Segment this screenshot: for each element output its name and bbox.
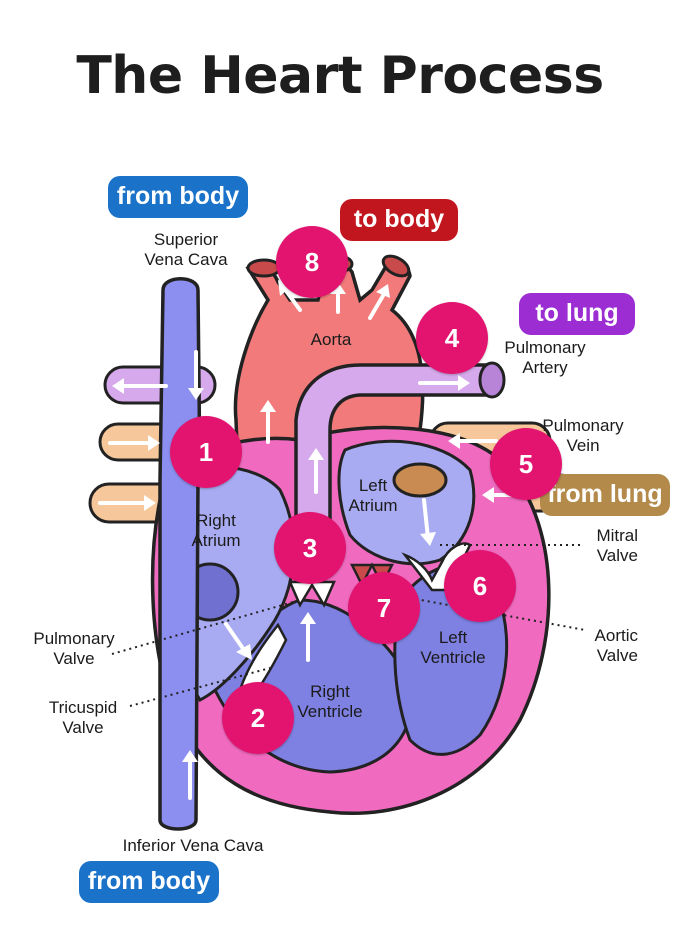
left-ventricle-label: Left Ventricle — [420, 628, 486, 667]
pulmonary-artery — [294, 363, 492, 522]
tricuspid-valve-label: Tricuspid Valve — [48, 698, 118, 737]
flow-arrows — [98, 280, 522, 800]
from-body-top-tag: from body — [108, 176, 248, 218]
to-lung-tag: to lung — [519, 293, 635, 335]
pulmonary-vein-opening — [392, 462, 448, 498]
step-3-marker: 3 — [274, 512, 346, 584]
step-2-marker: 2 — [222, 682, 294, 754]
mitral-valve-label: Mitral Valve — [596, 526, 638, 565]
superior-vena-cava-label: Superior Vena Cava — [144, 230, 228, 269]
step-6-marker: 6 — [444, 550, 516, 622]
to-body-tag: to body — [340, 199, 458, 241]
left-atrium-label: Left Atrium — [348, 476, 398, 515]
pulmonary-valve-label: Pulmonary Valve — [33, 629, 115, 668]
from-lung-tag: from lung — [540, 474, 670, 516]
pulmonary-artery-end — [478, 361, 506, 399]
valves — [238, 542, 472, 702]
inferior-vena-cava-label: Inferior Vena Cava — [122, 836, 264, 855]
pointer-lines — [111, 544, 586, 707]
right-atrium-label: Right Atrium — [191, 511, 241, 550]
mitral-valve-shape — [401, 542, 472, 592]
page-title: The Heart Process — [76, 46, 604, 106]
from-body-bottom-tag: from body — [79, 861, 219, 903]
step-5-marker: 5 — [490, 428, 562, 500]
aortic-valve-label: Aortic Valve — [594, 626, 638, 665]
right-ventricle-label: Right Ventricle — [297, 682, 363, 721]
aorta-label: Aorta — [310, 330, 352, 349]
step-1-marker: 1 — [170, 416, 242, 488]
step-8-marker: 8 — [276, 226, 348, 298]
step-4-marker: 4 — [416, 302, 488, 374]
pulmonary-artery-label: Pulmonary Artery — [504, 338, 586, 377]
pulmonary-vein-label: Pulmonary Vein — [542, 416, 624, 455]
step-7-marker: 7 — [348, 572, 420, 644]
